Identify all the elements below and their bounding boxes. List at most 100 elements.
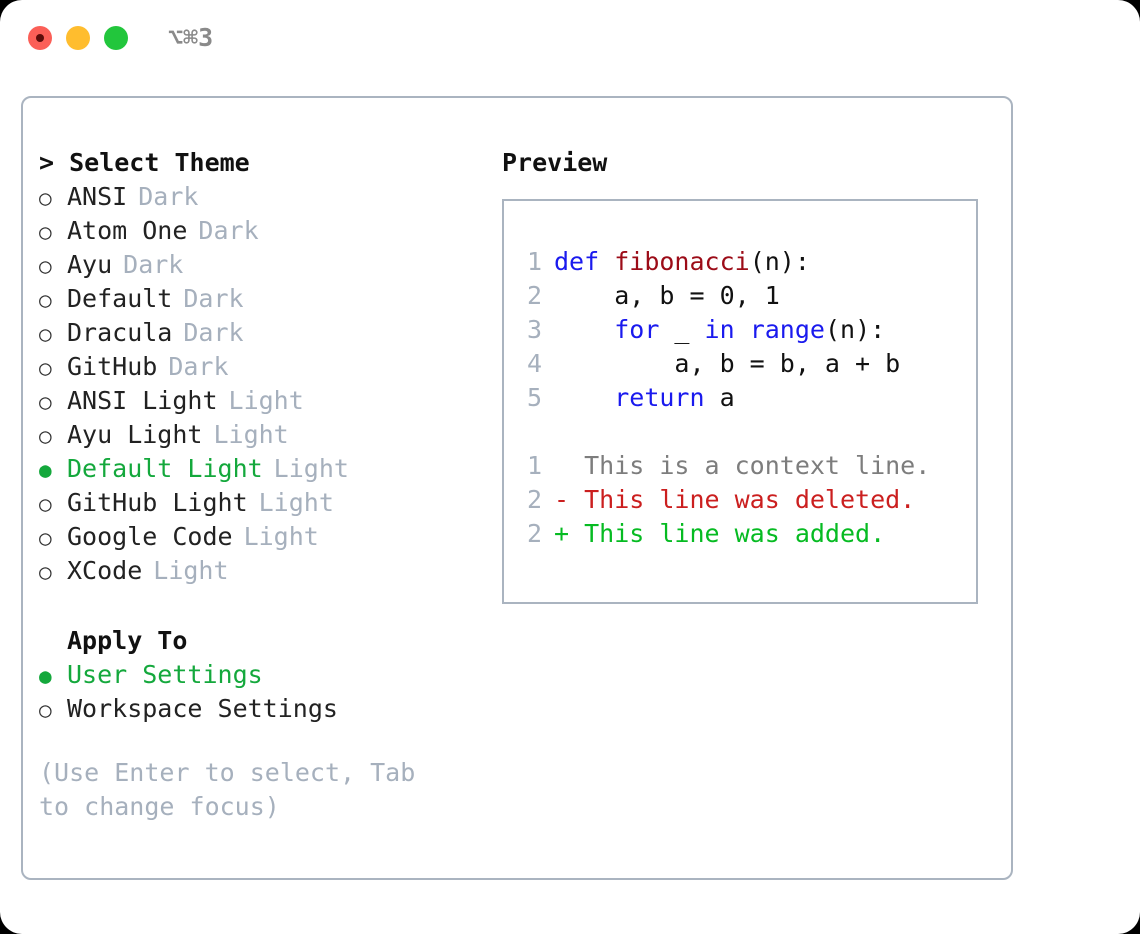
code-token-kw: in — [704, 315, 735, 344]
radio-unselected-icon: ○ — [39, 560, 52, 584]
keyboard-shortcut-label: ⌥⌘3 — [168, 23, 214, 52]
maximize-button[interactable] — [104, 26, 128, 50]
code-token-plain — [554, 383, 614, 412]
radio-unselected-icon: ○ — [39, 492, 52, 516]
theme-option-label: Google Code — [67, 522, 233, 551]
line-number: 1 — [526, 247, 542, 276]
theme-option-ansi-light[interactable]: ○ ANSI Light Light — [39, 384, 479, 418]
code-line: 5 return a — [518, 381, 976, 415]
theme-option-label: ANSI — [67, 182, 128, 211]
radio-unselected-icon: ○ — [39, 356, 52, 380]
code-diff-spacer — [518, 415, 976, 449]
title-bar: ⌥⌘3 — [0, 0, 1140, 78]
theme-option-github-light[interactable]: ○ GitHub Light Light — [39, 486, 479, 520]
code-token-plain: _ — [659, 315, 705, 344]
theme-option-atom-one[interactable]: ○ Atom One Dark — [39, 214, 479, 248]
code-token-plain: a, b = b, a + b — [554, 349, 901, 378]
radio-selected-icon: ● — [39, 664, 52, 688]
line-number: 5 — [526, 383, 542, 412]
theme-option-label: Ayu Light — [67, 420, 203, 449]
theme-variant-badge: Light — [258, 488, 334, 517]
theme-option-label: XCode — [67, 556, 143, 585]
diff-line-ctx: 1 This is a context line. — [518, 449, 976, 483]
apply-to-option-label: Workspace Settings — [67, 694, 338, 723]
code-token-plain: (n): — [749, 247, 810, 276]
diff-line-text: + This line was added. — [554, 519, 886, 548]
code-line-text: def fibonacci(n): — [554, 245, 810, 279]
apply-to-option-workspace-settings[interactable]: ○ Workspace Settings — [39, 692, 479, 726]
close-button[interactable] — [28, 26, 52, 50]
theme-option-ansi[interactable]: ○ ANSI Dark — [39, 180, 479, 214]
line-number: 2 — [526, 519, 542, 548]
code-token-plain — [554, 315, 614, 344]
line-number: 1 — [526, 451, 542, 480]
line-number: 2 — [526, 281, 542, 310]
theme-variant-badge: Dark — [183, 318, 244, 347]
diff-line-text: This is a context line. — [554, 451, 931, 480]
theme-option-label: ANSI Light — [67, 386, 218, 415]
code-line-text: for _ in range(n): — [554, 313, 885, 347]
apply-to-option-list: ●User Settings ○ Workspace Settings — [39, 658, 479, 726]
preview-header: Preview — [502, 148, 608, 177]
code-token-kw: for — [614, 315, 660, 344]
line-number: 3 — [526, 315, 542, 344]
radio-unselected-icon: ○ — [39, 526, 52, 550]
diff-line-del: 2 - This line was deleted. — [518, 483, 976, 517]
theme-option-dracula[interactable]: ○ Dracula Dark — [39, 316, 479, 350]
line-number: 4 — [526, 349, 542, 378]
theme-option-label: Default — [67, 284, 173, 313]
code-token-kw: return — [614, 383, 705, 412]
code-line: 2 a, b = 0, 1 — [518, 279, 976, 313]
radio-unselected-icon: ○ — [39, 390, 52, 414]
theme-variant-badge: Light — [228, 386, 304, 415]
radio-unselected-icon: ○ — [39, 186, 52, 210]
radio-unselected-icon: ○ — [39, 322, 52, 346]
code-line: 3 for _ in range(n): — [518, 313, 976, 347]
theme-variant-badge: Dark — [123, 250, 184, 279]
window-controls — [28, 26, 128, 50]
theme-variant-badge: Light — [243, 522, 319, 551]
theme-option-google-code[interactable]: ○ Google Code Light — [39, 520, 479, 554]
radio-unselected-icon: ○ — [39, 424, 52, 448]
apply-to-header: Apply To — [67, 626, 188, 655]
code-token-kw: range — [749, 315, 825, 344]
theme-variant-badge: Dark — [168, 352, 229, 381]
theme-option-ayu-light[interactable]: ○ Ayu Light Light — [39, 418, 479, 452]
radio-unselected-icon: ○ — [39, 254, 52, 278]
code-line: 4 a, b = b, a + b — [518, 347, 976, 381]
radio-unselected-icon: ○ — [39, 698, 52, 722]
apply-to-option-user-settings[interactable]: ●User Settings — [39, 658, 479, 692]
help-text: (Use Enter to select, Tab to change focu… — [39, 758, 431, 821]
section-spacer — [39, 588, 479, 624]
select-theme-header: > Select Theme — [39, 148, 250, 177]
diff-line-add: 2 + This line was added. — [518, 517, 976, 551]
theme-variant-badge: Dark — [198, 216, 259, 245]
code-token-plain: a, b = 0, 1 — [554, 281, 780, 310]
theme-option-label: Atom One — [67, 216, 188, 245]
radio-unselected-icon: ○ — [39, 288, 52, 312]
minimize-button[interactable] — [66, 26, 90, 50]
radio-unselected-icon: ○ — [39, 220, 52, 244]
code-line-text: return a — [554, 381, 734, 415]
theme-option-github[interactable]: ○ GitHub Dark — [39, 350, 479, 384]
theme-option-label: GitHub — [67, 352, 158, 381]
theme-variant-badge: Dark — [138, 182, 199, 211]
theme-variant-badge: Light — [213, 420, 289, 449]
diff-line-text: - This line was deleted. — [554, 485, 916, 514]
theme-option-label: Dracula — [67, 318, 173, 347]
code-token-kw: def — [554, 247, 615, 276]
code-line-text: a, b = b, a + b — [554, 347, 900, 381]
theme-option-label: GitHub Light — [67, 488, 248, 517]
line-number: 2 — [526, 485, 542, 514]
diff-sample: 1 This is a context line.2- This line wa… — [518, 449, 976, 551]
